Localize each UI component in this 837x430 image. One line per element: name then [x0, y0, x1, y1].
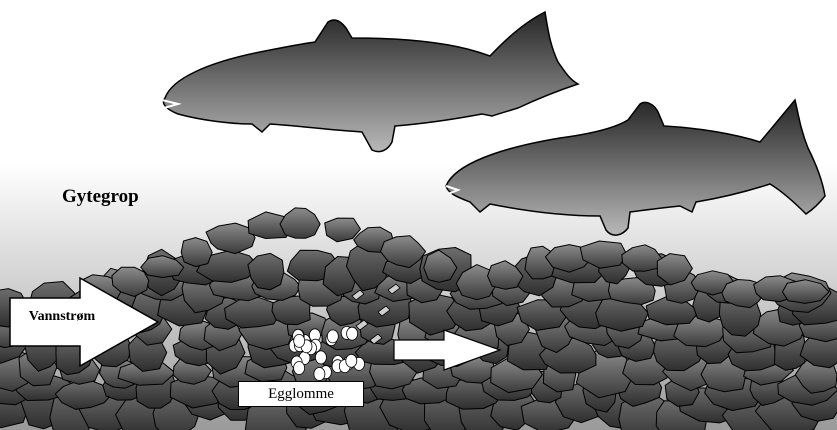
- egg-icon: [315, 351, 326, 364]
- egg-icon: [347, 327, 358, 340]
- egg-icon: [294, 334, 305, 347]
- gytegrop-label: Gytegrop: [62, 186, 139, 208]
- vannstrom-label: Vannstrøm: [16, 309, 108, 325]
- egg-icon: [314, 368, 325, 381]
- egg-icon: [294, 362, 305, 375]
- egg-icon: [327, 330, 338, 343]
- egg-icon: [346, 354, 357, 367]
- egglomme-label: Egglomme: [238, 381, 364, 407]
- stone-icon: [181, 238, 212, 267]
